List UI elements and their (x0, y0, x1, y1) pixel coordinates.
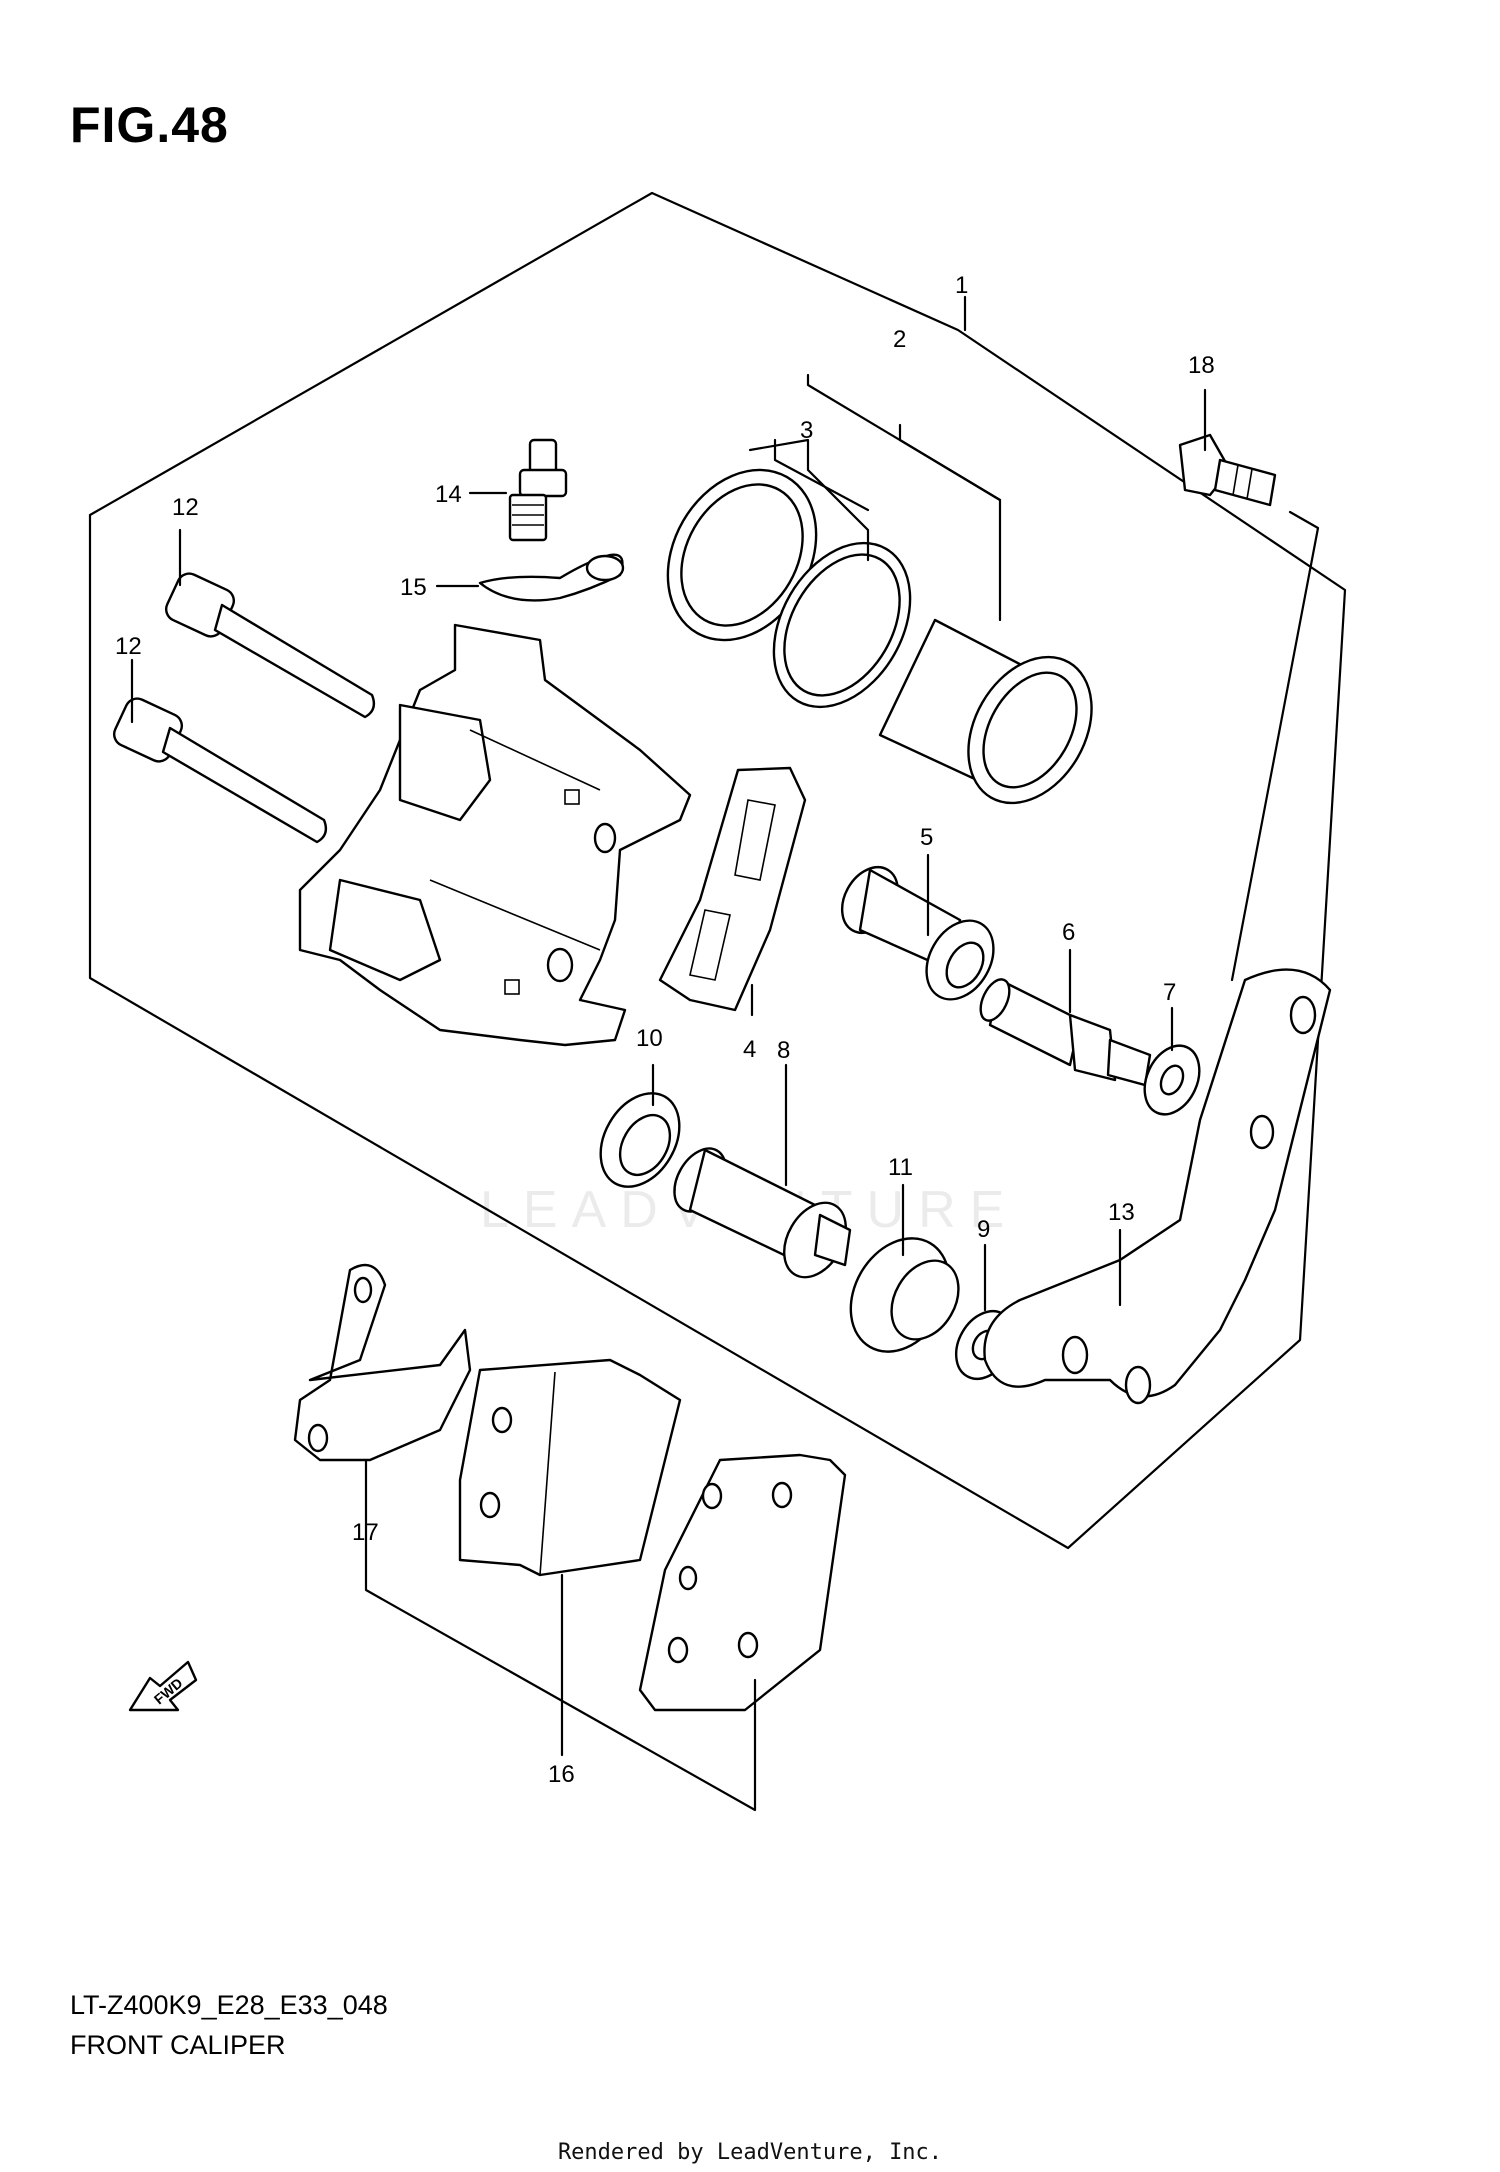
callout-2: 2 (893, 326, 906, 353)
part-bolt-18[interactable] (1178, 433, 1277, 507)
assembly-boundary (88, 191, 1347, 1550)
callout-10: 10 (636, 1025, 663, 1052)
part-boot-11[interactable] (831, 1221, 972, 1370)
callout-4: 4 (743, 1036, 756, 1063)
callout-5: 5 (920, 824, 933, 851)
part-boot-10[interactable] (585, 1079, 696, 1201)
callout-8: 8 (777, 1037, 790, 1064)
callout-17: 17 (352, 1519, 379, 1546)
render-credit: Rendered by LeadVenture, Inc. (557, 2140, 943, 2165)
callout-14: 14 (435, 481, 462, 508)
part-caliper-body[interactable] (298, 623, 692, 1047)
callout-1: 1 (955, 272, 968, 299)
callout-labels: 1 2 3 4 5 6 7 8 9 10 11 12 12 13 14 15 1… (115, 272, 1215, 1788)
part-washer-7[interactable] (1134, 1037, 1210, 1123)
callout-12-upper: 12 (172, 494, 199, 521)
callout-3: 3 (800, 417, 813, 444)
part-piston-seal-inner[interactable] (746, 519, 938, 731)
callout-13: 13 (1108, 1199, 1135, 1226)
part-bleeder-cap[interactable] (478, 553, 625, 602)
part-brake-pad-front[interactable] (458, 1358, 682, 1577)
fwd-arrow-icon: FWD (128, 1660, 198, 1712)
part-caliper-pin[interactable] (831, 857, 1007, 1011)
figure-title: FIG.48 (70, 97, 229, 153)
part-slide-pin-8[interactable] (664, 1140, 858, 1289)
part-slide-pin-upper[interactable] (162, 570, 376, 719)
callout-7: 7 (1163, 979, 1176, 1006)
callout-16: 16 (548, 1761, 575, 1788)
part-piston-seal-outer[interactable] (638, 443, 846, 667)
leader-lines (130, 295, 1320, 1812)
model-code: LT-Z400K9_E28_E33_048 (70, 1990, 388, 2020)
part-bracket-bolt[interactable] (975, 975, 1152, 1087)
callout-12-lower: 12 (115, 633, 142, 660)
callout-18: 18 (1188, 352, 1215, 379)
part-slide-pin-lower[interactable] (110, 695, 328, 844)
part-brake-pad-rear[interactable] (638, 1453, 847, 1712)
part-caliper-bracket[interactable] (983, 968, 1332, 1405)
callout-11: 11 (888, 1154, 913, 1181)
callout-15: 15 (400, 574, 427, 601)
part-pad-shim[interactable] (293, 1263, 472, 1462)
callout-6: 6 (1062, 919, 1075, 946)
part-bleeder-screw[interactable] (508, 438, 568, 542)
figure-caption: FRONT CALIPER (70, 2030, 286, 2060)
part-piston[interactable] (878, 618, 1117, 825)
callout-9: 9 (977, 1216, 990, 1243)
part-pad-spring[interactable] (658, 766, 807, 1012)
